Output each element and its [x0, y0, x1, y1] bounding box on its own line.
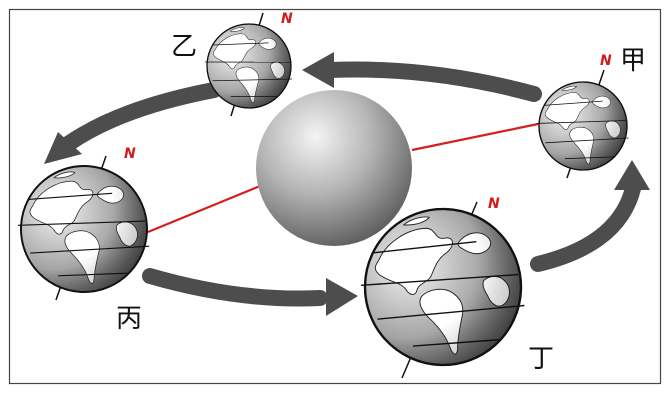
earth-globe-jia: N	[528, 53, 639, 181]
earth-globe-bing: N	[5, 146, 164, 308]
earth-globe-yi: N	[197, 11, 301, 118]
orbit-line-right	[411, 122, 539, 152]
orbit-arrow-bottom	[142, 268, 358, 316]
north-marker-bing: N	[124, 146, 136, 162]
north-marker-yi: N	[281, 11, 293, 27]
orbit-arrow-top	[302, 52, 542, 102]
label-ding: 丁	[528, 344, 554, 374]
orbit-line-left	[147, 184, 261, 234]
north-marker-ding: N	[488, 196, 500, 212]
sun-sphere-icon	[256, 90, 412, 246]
label-yi: 乙	[171, 32, 197, 62]
north-marker-jia: N	[600, 53, 612, 69]
label-bing: 丙	[116, 304, 142, 334]
orbit-arrow-right	[530, 160, 650, 272]
earth-globe-ding: N	[343, 187, 543, 387]
orbit-arrow-left	[44, 82, 222, 164]
label-jia: 甲	[620, 46, 646, 76]
